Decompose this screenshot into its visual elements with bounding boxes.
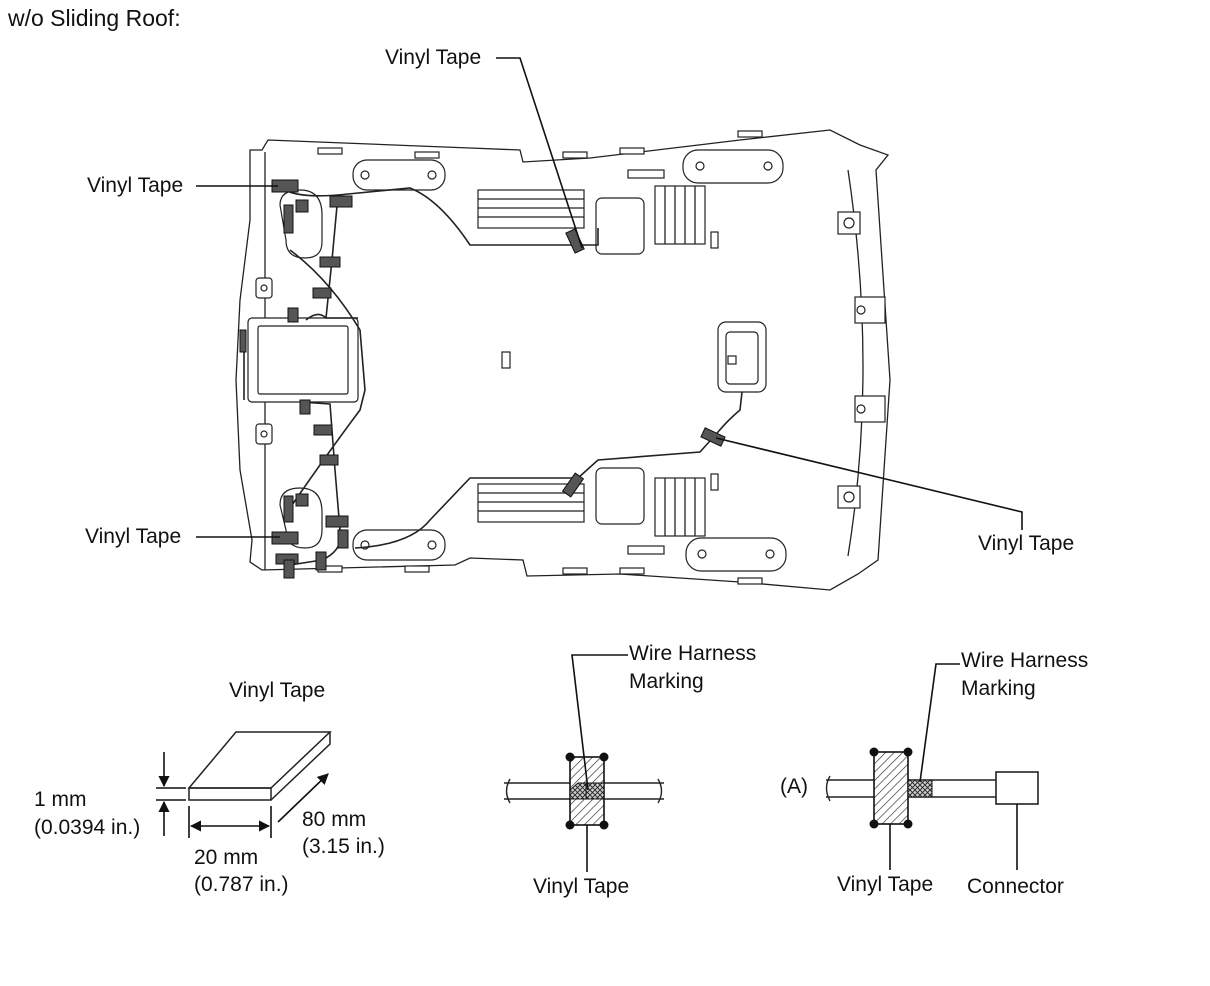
edge-slots	[317, 130, 763, 585]
detail-center: Wire Harness Marking Vinyl Tape	[504, 642, 756, 898]
tape-patches	[239, 179, 726, 579]
wire-harness	[243, 187, 743, 566]
thickness-in: (0.0394 in.)	[34, 816, 140, 839]
front-console	[247, 277, 359, 445]
grille-blocks	[477, 185, 719, 537]
detail-right: (A) Wire Harness Marking Vinyl Tape Conn…	[780, 649, 1088, 898]
callout-vinyl-tape-left-top: Vinyl Tape	[87, 174, 183, 197]
rear-clips	[837, 211, 886, 509]
connector-label: Connector	[967, 875, 1064, 898]
right-marking-line1: Wire Harness	[961, 649, 1088, 672]
right-marking-line2: Marking	[961, 677, 1036, 700]
callout-vinyl-tape-right: Vinyl Tape	[978, 532, 1074, 555]
thickness-mm: 1 mm	[34, 788, 87, 811]
width-mm: 20 mm	[194, 846, 258, 869]
center-tape-label: Vinyl Tape	[533, 875, 629, 898]
center-marking-line2: Marking	[629, 670, 704, 693]
length-in: (3.15 in.)	[302, 835, 385, 858]
callout-vinyl-tape-top: Vinyl Tape	[385, 46, 481, 69]
center-marking-line1: Wire Harness	[629, 642, 756, 665]
visor-pads	[352, 149, 787, 572]
tape-spec-title: Vinyl Tape	[229, 679, 325, 702]
callout-vinyl-tape-left-bottom: Vinyl Tape	[85, 525, 181, 548]
width-in: (0.787 in.)	[194, 873, 289, 896]
diagram-title: w/o Sliding Roof:	[7, 5, 181, 31]
callout-lines	[196, 57, 1023, 538]
detail-marker: (A)	[780, 775, 808, 798]
length-mm: 80 mm	[302, 808, 366, 831]
tape-dimension-detail: Vinyl Tape 1 mm (0.0394 in.) 20 mm (0.78…	[34, 679, 385, 896]
dome-light	[717, 321, 767, 393]
right-tape-label: Vinyl Tape	[837, 873, 933, 896]
